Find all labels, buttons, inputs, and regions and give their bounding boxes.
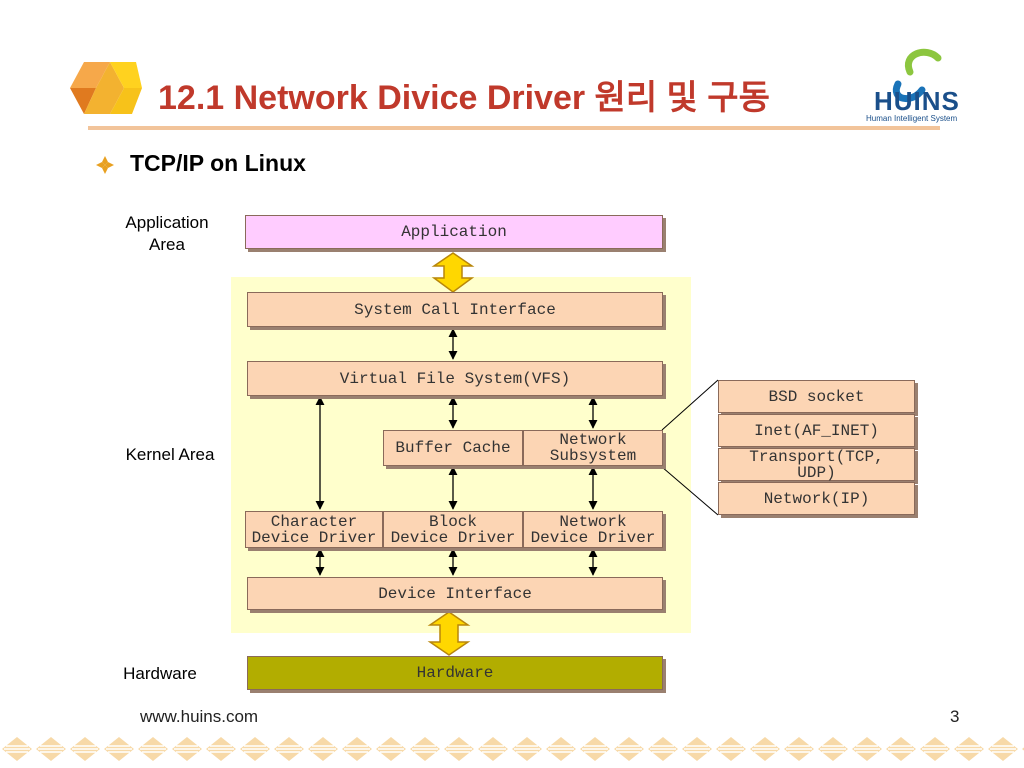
network-device-driver-box: Network Device Driver xyxy=(523,511,663,548)
block-device-driver-box: Block Device Driver xyxy=(383,511,523,548)
network-ip-box: Network(IP) xyxy=(718,482,915,515)
kernel-area-label: Kernel Area xyxy=(125,445,215,464)
vfs-label: Virtual File System(VFS) xyxy=(339,369,571,388)
device-interface-label: Device Interface xyxy=(378,584,532,603)
network-driver-label-line2: Device Driver xyxy=(530,528,656,547)
title-underline xyxy=(88,126,940,130)
huins-logo-mark-icon xyxy=(892,48,942,102)
device-interface-box: Device Interface xyxy=(247,577,663,610)
huins-logo: HUINS Human Intelligent System xyxy=(862,44,972,124)
network-subsystem-label-line1: Network xyxy=(559,431,627,449)
application-area-label-line2: Area xyxy=(149,235,185,254)
logo-name: HUINS xyxy=(874,86,960,116)
application-area-label: Application Area xyxy=(108,212,226,256)
char-driver-label-line1: Character xyxy=(270,512,358,531)
transport-box: Transport(TCP, UDP) xyxy=(718,448,915,481)
cube-icon xyxy=(70,62,142,114)
system-call-interface-box: System Call Interface xyxy=(247,292,663,327)
footer-diamond-strip xyxy=(0,736,1024,762)
application-box: Application xyxy=(245,215,663,249)
diamond-bullet-icon xyxy=(96,156,114,174)
hardware-box: Hardware xyxy=(247,656,663,690)
hardware-label: Hardware xyxy=(123,664,197,683)
buffer-cache-label: Buffer Cache xyxy=(395,439,511,457)
application-box-label: Application xyxy=(401,223,507,241)
block-driver-label-line1: Block xyxy=(428,512,477,531)
transport-label-line1: Transport(TCP, xyxy=(749,447,884,466)
inet-label: Inet(AF_INET) xyxy=(754,421,879,440)
block-driver-label-line2: Device Driver xyxy=(390,528,516,547)
logo-tagline: Human Intelligent System xyxy=(866,114,958,123)
slide-title: 12.1 Network Divice Driver 원리 및 구동 xyxy=(158,79,770,117)
page-number: 3 xyxy=(950,707,960,726)
buffer-cache-box: Buffer Cache xyxy=(383,430,523,466)
inet-box: Inet(AF_INET) xyxy=(718,414,915,447)
system-call-interface-label: System Call Interface xyxy=(354,300,556,319)
vfs-box: Virtual File System(VFS) xyxy=(247,361,663,396)
network-driver-label-line1: Network xyxy=(559,512,627,531)
char-driver-label-line2: Device Driver xyxy=(251,528,377,547)
bullet-heading: TCP/IP on Linux xyxy=(130,150,306,176)
character-device-driver-box: Character Device Driver xyxy=(245,511,383,548)
zoom-line-bottom xyxy=(661,466,719,516)
network-subsystem-label-line2: Subsystem xyxy=(549,447,637,465)
app-syscall-big-arrow xyxy=(431,252,475,293)
application-area-label-line1: Application xyxy=(125,213,209,232)
zoom-line-top xyxy=(661,379,719,431)
bsd-socket-box: BSD socket xyxy=(718,380,915,413)
bsd-socket-label: BSD socket xyxy=(768,387,865,406)
network-subsystem-box: Network Subsystem xyxy=(523,430,663,466)
network-ip-label: Network(IP) xyxy=(763,489,870,508)
devif-hardware-big-arrow xyxy=(427,611,471,656)
hardware-box-label: Hardware xyxy=(416,664,494,682)
transport-label-line2: UDP) xyxy=(797,463,836,482)
footer-url: www.huins.com xyxy=(140,707,259,726)
